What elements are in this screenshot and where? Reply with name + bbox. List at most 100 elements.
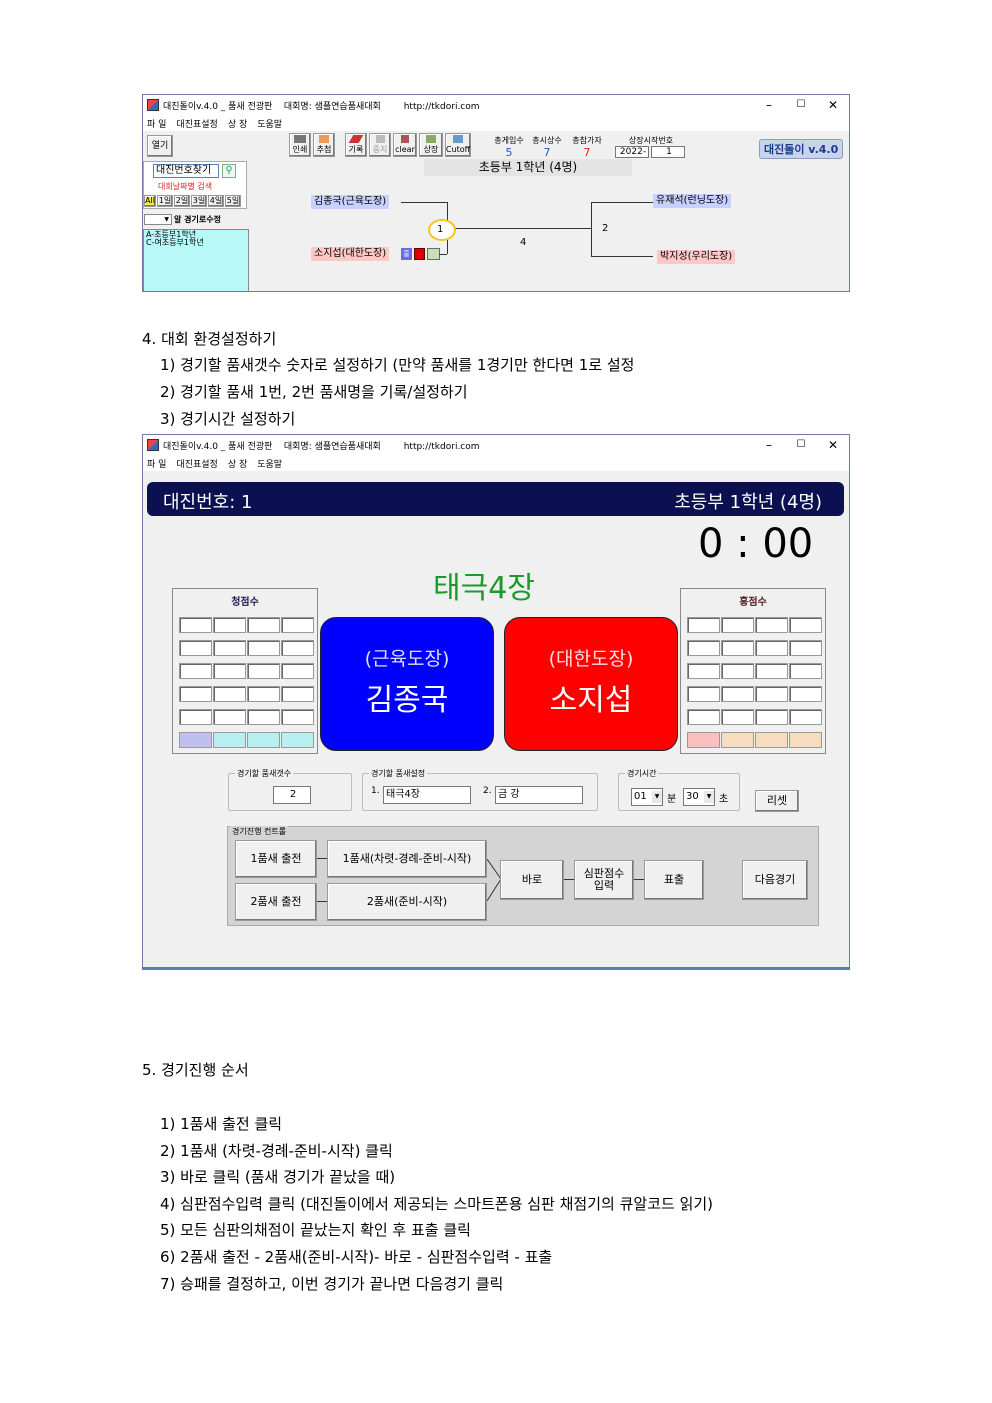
blue-score-panel: 청점수: [172, 588, 318, 754]
reset-button[interactable]: 리셋: [755, 790, 799, 812]
menu-file[interactable]: 파 일: [147, 459, 167, 470]
poomsae-2-enter-button[interactable]: 2품새 출전: [235, 883, 317, 921]
chevron-down-icon[interactable]: ▼: [144, 213, 172, 225]
score-cell: [687, 709, 720, 725]
score-cell: [247, 663, 280, 679]
list-item[interactable]: C-여초등부1학년: [146, 238, 204, 247]
group-label: 경기시간: [625, 768, 659, 779]
maximize-button[interactable]: ☐: [796, 439, 806, 450]
chevron-down-icon: ▼: [652, 791, 662, 803]
poomsae-2-sequence-button[interactable]: 2품새(준비-시작): [327, 883, 487, 921]
match-1-number: 1: [437, 224, 444, 235]
blue-player-card: (근육도장) 김종국: [320, 617, 494, 751]
poomsae-1-field[interactable]: 태극4장: [383, 786, 471, 804]
score-cell: [281, 640, 314, 656]
open-button[interactable]: 열기: [147, 135, 173, 157]
total-cell: [755, 732, 788, 748]
poomsae-1-sequence-button[interactable]: 1품새(차렷-경례-준비-시작): [327, 840, 487, 878]
clear-button[interactable]: clear: [393, 133, 417, 157]
section-5-item: 3) 바로 클릭 (품새 경기가 끝났을 때): [160, 1168, 396, 1186]
list-item[interactable]: A-초등부1학년: [146, 230, 197, 239]
cutoff-button[interactable]: Cutoff: [445, 133, 471, 157]
maximize-button[interactable]: ☐: [796, 99, 806, 110]
show-score-button[interactable]: 표출: [644, 860, 704, 900]
control-group: 경기진행 컨트롤 1품새 출전 1품새(차렷-경례-준비-시작) 2품새 출전 …: [227, 826, 819, 926]
magnifier-icon[interactable]: ⚲: [222, 164, 236, 178]
bracket-player-1[interactable]: 김종국(근육도장): [311, 195, 390, 209]
poomsae-1-enter-button[interactable]: 1품새 출전: [235, 840, 317, 878]
award-start-field[interactable]: 1: [651, 146, 685, 158]
total-cell: [247, 732, 280, 748]
next-match-button[interactable]: 다음경기: [742, 860, 808, 900]
menu-bar: 파 일 대진표설정 상 장 도움말: [143, 455, 849, 471]
bracket-player-3[interactable]: 유재석(런닝도장): [653, 194, 732, 208]
bracket-line: [447, 228, 591, 229]
section-4-item: 3) 경기시간 설정하기: [160, 410, 296, 428]
match-2-number: 2: [602, 223, 609, 234]
print-button[interactable]: 인쇄: [289, 133, 311, 157]
menu-awards[interactable]: 상 장: [227, 459, 248, 470]
minutes-select[interactable]: 01 ▼: [631, 788, 663, 806]
timer: 0 : 00: [698, 521, 814, 567]
match-search-field[interactable]: 대진번호찾기: [153, 164, 219, 178]
scoreboard-window: 대진돌이v.4.0 _ 품새 전광판 대회명: 샘플연습품새대회 http://…: [142, 434, 850, 970]
bracket-line: [591, 202, 592, 256]
minimize-button[interactable]: –: [766, 98, 772, 112]
book-icon: [453, 134, 463, 143]
award-button[interactable]: 상장: [419, 133, 443, 157]
menu-file[interactable]: 파 일: [147, 119, 167, 130]
score-cell: [687, 686, 720, 702]
score-cell: [213, 663, 246, 679]
red-player-card: (대한도장) 소지섭: [504, 617, 678, 751]
seconds-select[interactable]: 30 ▼: [683, 788, 715, 806]
total-cell: [213, 732, 246, 748]
record-button[interactable]: 기록: [345, 133, 367, 157]
close-button[interactable]: ✕: [827, 438, 839, 452]
score-cell: [755, 709, 788, 725]
menu-help[interactable]: 도움말: [257, 119, 283, 130]
poomsae-2-field[interactable]: 금 강: [495, 786, 583, 804]
date-1-button[interactable]: 1일: [157, 195, 173, 207]
menu-bracket-settings[interactable]: 대진표설정: [176, 119, 218, 130]
award-year-field[interactable]: 2022-: [615, 146, 649, 158]
red-score-panel: 홍점수: [680, 588, 826, 754]
stat-value: 5: [505, 146, 513, 159]
stop-now-button[interactable]: 바로: [500, 860, 564, 900]
close-button[interactable]: ✕: [827, 98, 839, 112]
date-5-button[interactable]: 5일: [225, 195, 241, 207]
cutoff-label: Cutoff: [445, 144, 471, 154]
poomsae-count-group: 경기할 품새갯수 2: [228, 768, 352, 811]
bracket-player-4[interactable]: 박지성(우리도장): [657, 250, 736, 264]
section-5-item: 4) 심판점수입력 클릭 (대진돌이에서 제공되는 스마트폰용 심판 채점기의 …: [160, 1195, 714, 1213]
left-panel: 대진번호찾기 ⚲ 대회날짜별 검색 All 1일 2일 3일 4일 5일 ▼ 알…: [143, 159, 249, 291]
match-edit-row: ▼ 알 경기로수정: [144, 213, 221, 225]
date-all-button[interactable]: All: [144, 195, 156, 207]
draw-button[interactable]: 추첨: [313, 133, 335, 157]
stat-label: 상장시작번호: [628, 136, 674, 145]
score-cell: [247, 686, 280, 702]
poomsae-count-field[interactable]: 2: [273, 786, 311, 804]
score-cell: [687, 663, 720, 679]
flow-line: [317, 858, 327, 859]
score-cell: [755, 686, 788, 702]
score-cell: [247, 617, 280, 633]
menu-awards[interactable]: 상 장: [227, 119, 248, 130]
stop-button[interactable]: 중지: [369, 133, 391, 157]
group-label: 경기할 품새갯수: [235, 768, 294, 779]
bracket-player-2[interactable]: 소지섭(대한도장): [311, 247, 390, 261]
division-list[interactable]: A-초등부1학년 C-여초등부1학년: [143, 229, 249, 291]
menu-bracket-settings[interactable]: 대진표설정: [176, 459, 218, 470]
section-5-item: 1) 1품새 출전 클릭: [160, 1115, 283, 1133]
date-4-button[interactable]: 4일: [208, 195, 224, 207]
date-2-button[interactable]: 2일: [174, 195, 190, 207]
date-3-button[interactable]: 3일: [191, 195, 207, 207]
match-1-marker[interactable]: [428, 219, 456, 241]
menu-help[interactable]: 도움말: [257, 459, 283, 470]
judge-score-input-button[interactable]: 심판점수 입력: [574, 860, 634, 900]
score-cell: [281, 663, 314, 679]
clear-label: clear: [395, 144, 415, 154]
score-cell: [755, 617, 788, 633]
flow-connector: [487, 858, 501, 902]
minimize-button[interactable]: –: [766, 438, 772, 452]
score-cell: [755, 640, 788, 656]
